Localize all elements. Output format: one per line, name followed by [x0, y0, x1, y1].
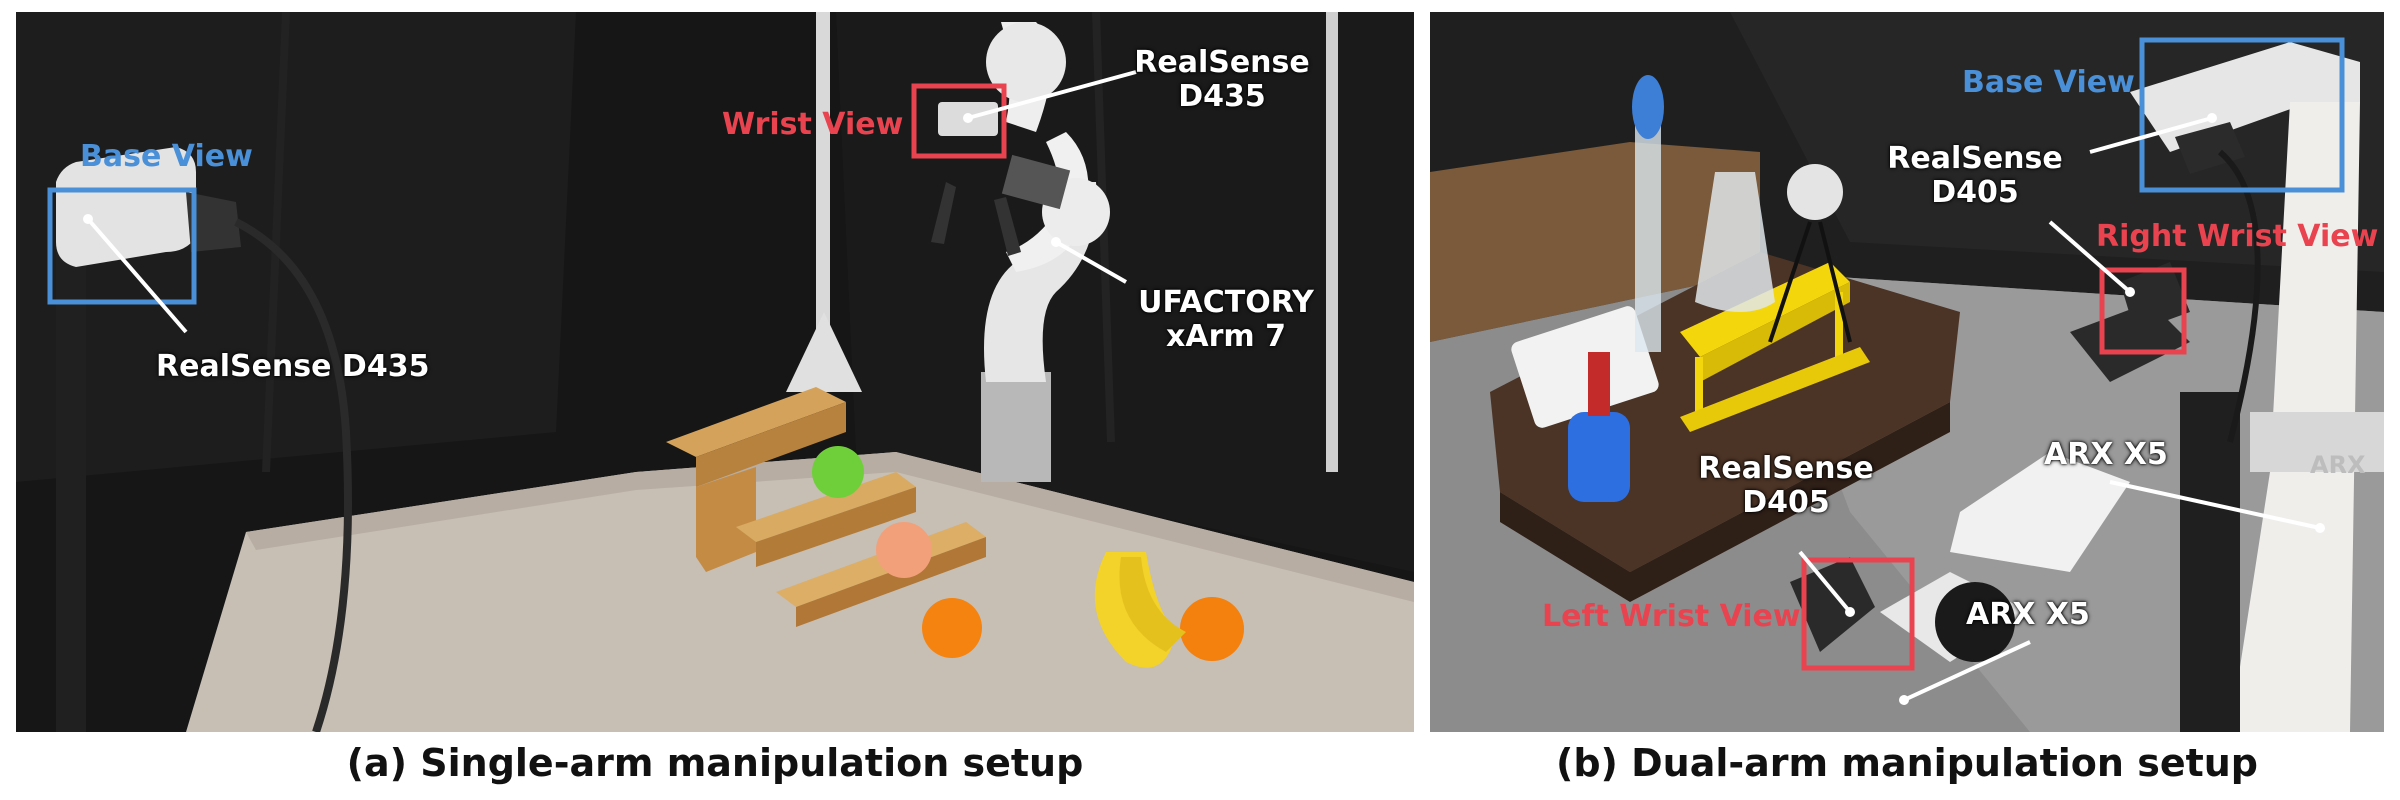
arx-x5-left-base — [1935, 582, 2015, 662]
base-camera-label-line1: RealSense — [1887, 141, 2063, 176]
single-arm-scene — [16, 12, 1414, 732]
green-apple — [812, 446, 864, 498]
arm-label-line1: UFACTORY — [1138, 285, 1314, 320]
base-view-box — [2139, 37, 2345, 193]
left-camera-label: RealSense D405 — [1686, 452, 1886, 520]
left-camera-label-line2: D405 — [1742, 485, 1830, 520]
peach — [876, 522, 932, 578]
white-box — [1950, 452, 2130, 572]
back-counter — [1430, 142, 1760, 342]
frame-pole — [1326, 12, 1338, 472]
arx-logo-text: ARX — [2310, 451, 2366, 479]
wrist-camera-label: RealSense D435 — [1132, 46, 1312, 114]
orange-left — [922, 598, 982, 658]
wrist-camera-label-line1: RealSense — [1134, 45, 1310, 80]
caption-single-arm: (a) Single-arm manipulation setup — [346, 741, 1084, 785]
base-view-box — [47, 187, 197, 305]
graduated-cylinder — [1635, 112, 1661, 352]
wrist-view-box — [911, 83, 1007, 159]
left-camera-label-line1: RealSense — [1698, 451, 1874, 486]
left-wrist-view-box — [1801, 557, 1915, 671]
base-view-label: Base View — [80, 139, 253, 174]
arm-left-label: ARX X5 — [1966, 597, 2090, 632]
left-wrist-view-label: Left Wrist View — [1542, 599, 1801, 634]
right-wrist-view-label: Right Wrist View — [2096, 219, 2379, 254]
right-wrist-view-box — [2099, 267, 2187, 355]
base-camera-label: RealSense D405 — [1880, 142, 2070, 210]
base-camera-d435 — [56, 147, 352, 732]
blue-liquid-bottle — [1568, 412, 1630, 502]
wrist-camera-label-line2: D435 — [1178, 79, 1266, 114]
arx-x5-right-arm — [2070, 42, 2384, 732]
glass-flask — [1695, 172, 1775, 312]
arm-right-label: ARX X5 — [2044, 437, 2168, 472]
dual-arm-scene — [1430, 12, 2384, 732]
orange-right — [1180, 597, 1244, 661]
single-arm-photo: Base View RealSense D435 Wrist View Real… — [16, 12, 1414, 732]
arm-label: UFACTORY xArm 7 — [1126, 286, 1326, 354]
white-tube-rack — [1511, 306, 1659, 428]
base-camera-label-line2: D405 — [1931, 175, 2019, 210]
xarm7-robot-arm — [931, 22, 1110, 482]
dual-arm-photo: Base View RealSense D405 Right Wrist Vie… — [1430, 12, 2384, 732]
left-wrist-camera-d405 — [1790, 557, 1875, 652]
wrist-view-label: Wrist View — [722, 107, 904, 142]
base-camera-label: RealSense D435 — [156, 349, 430, 384]
right-wrist-camera-d405 — [2120, 262, 2190, 332]
dropper-bottle — [1787, 164, 1843, 220]
arm-label-line2: xArm 7 — [1166, 319, 1286, 354]
base-view-label: Base View — [1962, 65, 2135, 100]
blue-pipette-bulb — [1632, 75, 1664, 139]
caption-dual-arm: (b) Dual-arm manipulation setup — [1555, 741, 2259, 785]
tripod-pole — [816, 12, 830, 342]
